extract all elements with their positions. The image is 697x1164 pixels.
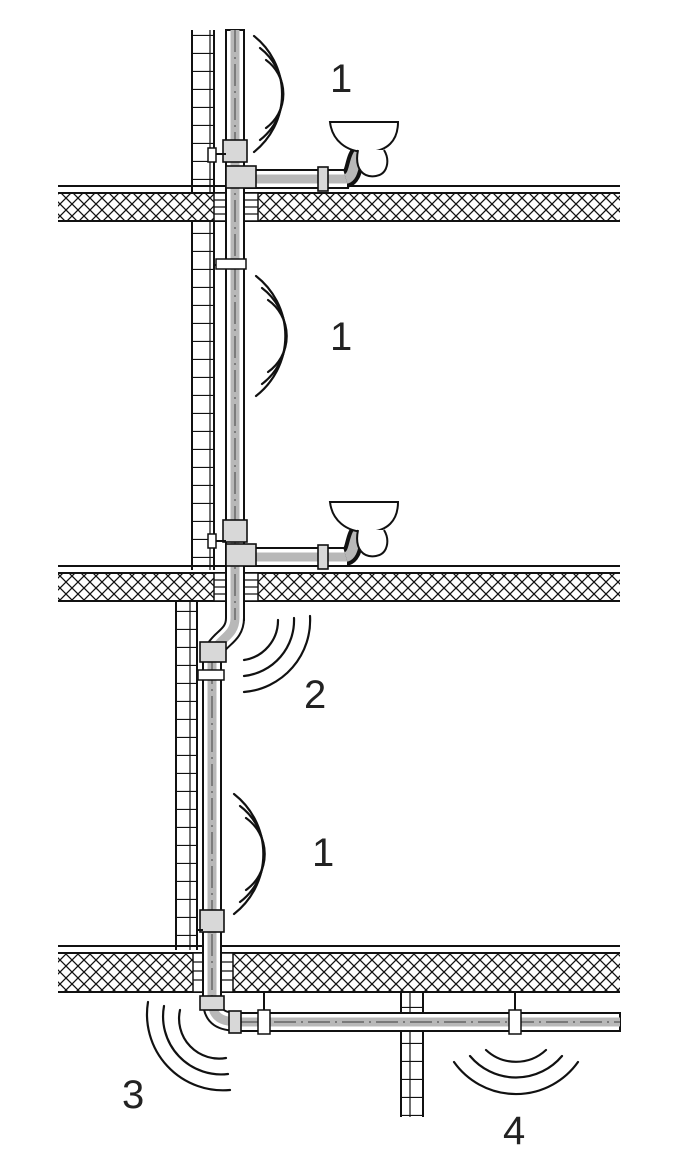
basement-column [400, 992, 424, 1117]
noise-waves-horizontal [452, 1048, 580, 1096]
floor-slab-middle [58, 565, 620, 602]
noise-waves-lower [232, 792, 266, 916]
noise-waves-offset [242, 614, 312, 694]
noise-label-upper: 1 [330, 57, 352, 101]
floor-slab-bottom [58, 945, 620, 993]
noise-label-offset: 2 [304, 673, 326, 717]
stack-joints [199, 139, 248, 1034]
toilet-upper [328, 121, 400, 178]
noise-waves-bend [145, 1000, 232, 1092]
upper-wall [191, 30, 215, 570]
noise-label-lower: 1 [312, 831, 334, 875]
noise-waves-middle [254, 274, 288, 398]
noise-waves-upper [252, 34, 285, 154]
floor-slab-top [58, 185, 620, 222]
noise-label-horizontal: 4 [503, 1109, 525, 1153]
noise-label-middle: 1 [330, 315, 352, 359]
horizontal-collector-pipe [237, 992, 621, 1035]
toilet-lower [328, 501, 400, 558]
noise-label-bend: 3 [122, 1073, 144, 1117]
wall-brackets [197, 147, 247, 931]
lower-wall [175, 600, 198, 950]
